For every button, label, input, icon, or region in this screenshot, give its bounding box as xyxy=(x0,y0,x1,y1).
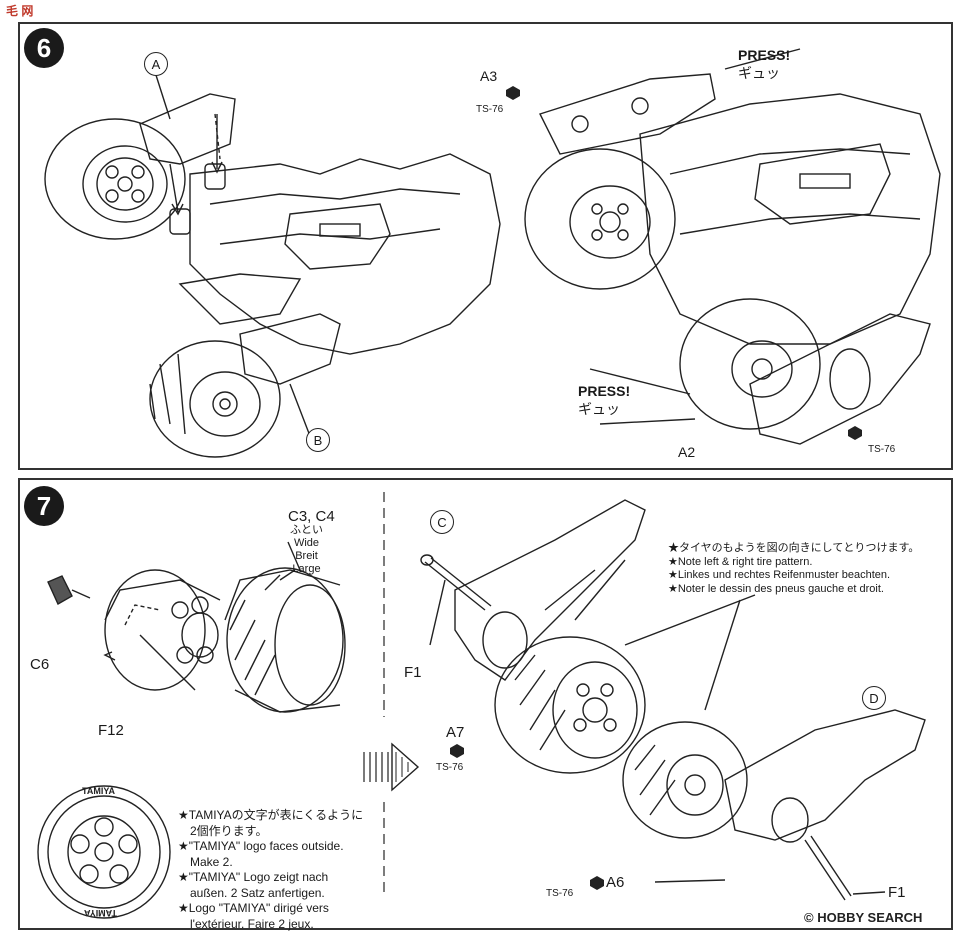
wide-jp: ふとい xyxy=(290,524,323,536)
label-f1-bottom: F1 xyxy=(888,884,906,901)
label-a2: A2 xyxy=(678,444,696,460)
hobby-search-watermark: © HOBBY SEARCH xyxy=(804,910,922,925)
label-c3-c4: C3, C4 xyxy=(288,508,335,525)
transition-arrow xyxy=(363,742,420,792)
ts76-label-bottom: TS-76 xyxy=(868,444,896,455)
wheel-front-view xyxy=(37,785,171,919)
logo-note-line: ★TAMIYAの文字が表にくるように xyxy=(178,808,364,822)
label-f1-top: F1 xyxy=(404,664,422,681)
press-note-top: PRESS! ギュッ xyxy=(738,46,790,82)
ts76-label-a6: TS-76 xyxy=(546,888,574,899)
wide-fr: Large xyxy=(292,563,321,575)
tire-note-line: ★Noter le dessin des pneus gauche et dro… xyxy=(668,582,884,595)
ts76-nut-icon xyxy=(450,744,464,758)
callout-c: C xyxy=(430,510,454,534)
site-watermark: 毛 网 xyxy=(6,4,34,18)
logo-note: ★TAMIYAの文字が表にくるように 2個作ります。 ★"TAMIYA" log… xyxy=(178,808,363,932)
label-a6: A6 xyxy=(606,874,625,891)
tire-note-line: ★Note left & right tire pattern. xyxy=(668,555,813,568)
label-c6: C6 xyxy=(30,656,50,673)
logo-note-line: außen. 2 Satz anfertigen. xyxy=(190,885,325,900)
step-7-badge: 7 xyxy=(24,486,64,526)
step-7-divider xyxy=(383,492,385,892)
logo-note-line: l'extérieur. Faire 2 jeux. xyxy=(190,916,314,931)
step-6-right-drawing xyxy=(524,48,941,445)
ts76-label-top: TS-76 xyxy=(476,104,504,115)
hobby-search-text: HOBBY SEARCH xyxy=(817,910,923,925)
label-a3: A3 xyxy=(480,68,498,84)
press-jp: ギュッ xyxy=(738,65,780,81)
logo-note-line: Make 2. xyxy=(190,854,233,869)
press-note-bottom: PRESS! ギュッ xyxy=(578,382,630,418)
logo-note-line: ★"TAMIYA" logo faces outside. xyxy=(178,839,344,853)
step-6-left-drawing xyxy=(44,71,501,458)
ts76-nut-icon xyxy=(590,876,604,890)
press-en: PRESS! xyxy=(578,383,631,399)
logo-note-line: ★"TAMIYA" Logo zeigt nach xyxy=(178,870,329,884)
callout-d: D xyxy=(862,686,886,710)
tire-note-line: ★タイヤのもようを図の向きにしてとりつけます。 xyxy=(668,542,920,554)
ts76-nut-icon xyxy=(506,86,520,100)
press-jp: ギュッ xyxy=(578,401,620,417)
wide-note: ふとい Wide Breit Large xyxy=(290,524,323,576)
callout-b: B xyxy=(306,428,330,452)
step-7-panel: 7 C3, C4 ふ xyxy=(18,478,953,932)
ts76-label-a7: TS-76 xyxy=(436,762,464,773)
step-7-rear-assembly xyxy=(420,499,926,901)
wheel-logo-top: TAMIYA xyxy=(82,786,116,796)
ts76-nut-icon xyxy=(848,426,862,440)
step-7-wheel-exploded xyxy=(47,541,346,713)
callout-a: A xyxy=(144,52,168,76)
wide-en: Wide xyxy=(293,537,320,549)
step-6-panel: 6 xyxy=(18,22,953,470)
tire-note-line: ★Linkes und rechtes Reifenmuster beachte… xyxy=(668,569,891,581)
wide-de: Breit xyxy=(295,550,318,562)
step-6-badge: 6 xyxy=(24,28,64,68)
wheel-logo-bottom: TAMIYA xyxy=(84,908,118,918)
label-a7: A7 xyxy=(446,724,465,741)
copyright-mark: © xyxy=(804,910,814,925)
label-f12: F12 xyxy=(98,722,124,739)
logo-note-line: 2個作ります。 xyxy=(190,823,268,838)
logo-note-line: ★Logo "TAMIYA" dirigé vers xyxy=(178,901,329,915)
tire-pattern-note: ★タイヤのもようを図の向きにしてとりつけます。 ★Note left & rig… xyxy=(668,542,919,596)
press-en: PRESS! xyxy=(738,47,791,63)
